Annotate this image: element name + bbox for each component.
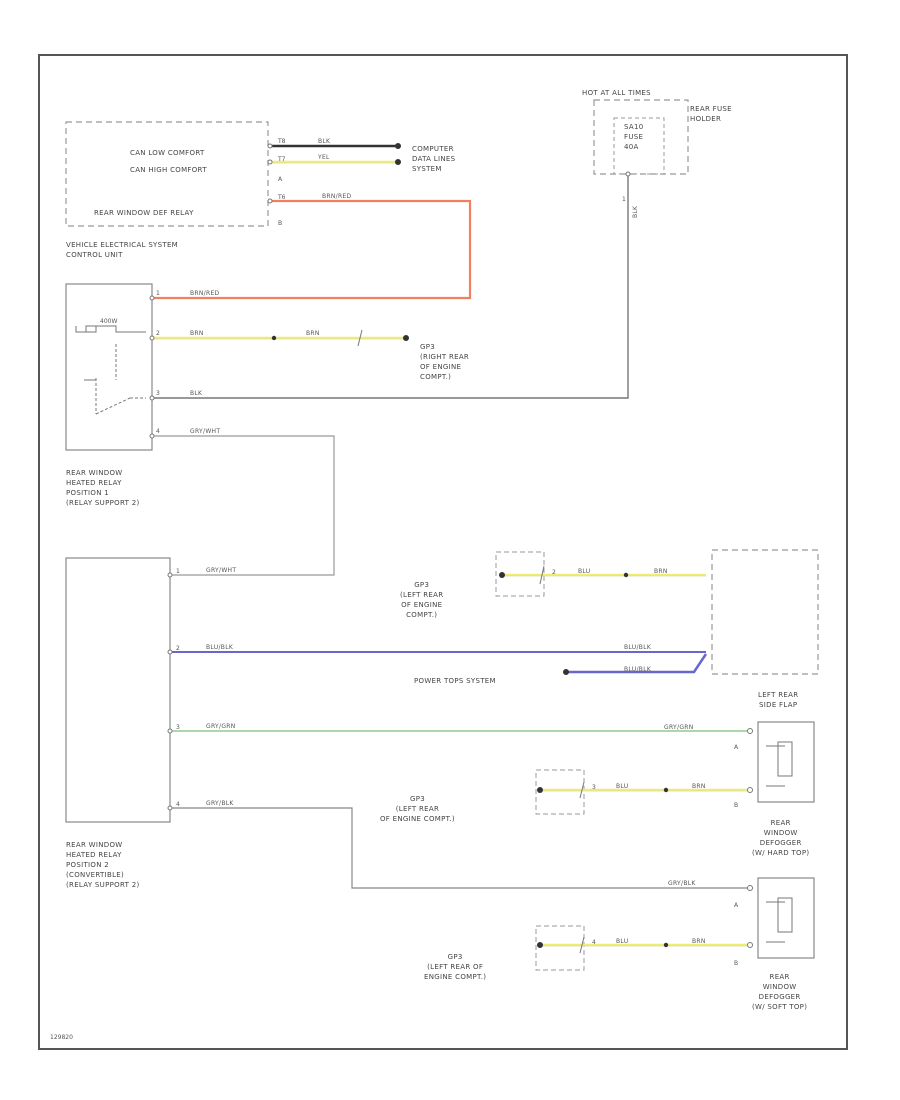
defogger-hard-box bbox=[757, 721, 815, 803]
wire-label-blk: BLK bbox=[318, 138, 331, 145]
wire-label-blu-blk-3: BLU/BLK bbox=[624, 666, 652, 673]
defogger-hard-label: REAR WINDOW DEFOGGER (W/ HARD TOP) bbox=[752, 819, 810, 857]
ground-4-label: GP3 (LEFT REAR OF ENGINE COMPT.) bbox=[424, 953, 487, 981]
ground-3-pin: 3 bbox=[592, 784, 596, 791]
ground-box-2 bbox=[535, 769, 585, 815]
wire-label-gry-grn-1: GRY/GRN bbox=[206, 723, 236, 730]
relay1-coil bbox=[75, 325, 146, 333]
ground-3-label: GP3 (LEFT REAR OF ENGINE COMPT.) bbox=[380, 795, 455, 823]
wire-label-brn-red-1: BRN/RED bbox=[322, 193, 352, 200]
relay1-label: REAR WINDOW HEATED RELAY POSITION 1 (REL… bbox=[66, 469, 140, 507]
ecu-label: VEHICLE ELECTRICAL SYSTEM CONTROL UNIT bbox=[66, 241, 179, 259]
wire-label-brn-5: BRN bbox=[692, 938, 706, 945]
wire-label-brn-1: BRN bbox=[190, 330, 204, 337]
defogger-hard-pin-b: B bbox=[734, 802, 739, 809]
relay1-pin-1: 1 bbox=[156, 290, 160, 297]
ground-box-1 bbox=[495, 551, 545, 597]
ground-4-pin: 4 bbox=[592, 939, 596, 946]
wire-label-blu-blk-2: BLU/BLK bbox=[624, 644, 652, 651]
relay1-pin-4: 4 bbox=[156, 428, 160, 435]
fuse-pin: 1 bbox=[622, 196, 626, 203]
relay1-box bbox=[65, 283, 153, 451]
ecu-box bbox=[65, 121, 269, 227]
relay2-box bbox=[65, 557, 171, 823]
hot-at-all-times-label: HOT AT ALL TIMES bbox=[582, 89, 651, 97]
fuse-name-label: SA10 FUSE 40A bbox=[624, 123, 644, 151]
power-top-module-box bbox=[711, 549, 819, 675]
ecu-connector-a: A bbox=[278, 176, 283, 183]
side-flap-label: LEFT REAR SIDE FLAP bbox=[758, 691, 799, 709]
wire-label-gry-blk-2: GRY/BLK bbox=[668, 880, 696, 887]
relay2-pin-2: 2 bbox=[176, 645, 180, 652]
ecu-pin-t8: T8 bbox=[278, 138, 286, 145]
defogger-hard-pin-a: A bbox=[734, 744, 739, 751]
defogger-soft-element bbox=[777, 897, 793, 933]
wire-label-brn-4: BRN bbox=[692, 783, 706, 790]
wire-label-blu-blk-1: BLU/BLK bbox=[206, 644, 234, 651]
wire-blu-blk-2 bbox=[566, 653, 708, 674]
relay1-pin-2: 2 bbox=[156, 330, 160, 337]
wire-label-brn-3: BRN bbox=[654, 568, 668, 575]
wire-label-yel: YEL bbox=[318, 154, 330, 161]
wire-label-blk-relay: BLK bbox=[190, 390, 203, 397]
ground-box-3 bbox=[535, 925, 585, 971]
defogger-soft-pin-b: B bbox=[734, 960, 739, 967]
wire-label-brn-2: BRN bbox=[306, 330, 320, 337]
relay2-label: REAR WINDOW HEATED RELAY POSITION 2 (CON… bbox=[66, 841, 140, 889]
diagram-frame bbox=[38, 54, 848, 1050]
wire-label-gry-wht-1: GRY/WHT bbox=[190, 428, 221, 435]
power-top-label: POWER TOPS SYSTEM bbox=[414, 677, 496, 685]
can-high-label: CAN HIGH COMFORT bbox=[130, 166, 207, 174]
rear-defog-relay-label: REAR WINDOW DEF RELAY bbox=[94, 209, 194, 217]
relay1-switch bbox=[95, 344, 146, 415]
connector-pins bbox=[149, 143, 753, 948]
ecu-connector-b: B bbox=[278, 220, 283, 227]
relay2-pin-4: 4 bbox=[176, 801, 180, 808]
relay1-pin-3: 3 bbox=[156, 390, 160, 397]
wire-label-blu-3: BLU bbox=[616, 938, 629, 945]
wire-gry-wht bbox=[152, 435, 335, 576]
relay2-pin-3: 3 bbox=[176, 724, 180, 731]
terminal-dots bbox=[271, 143, 669, 948]
wire-label-brn-red-2: BRN/RED bbox=[190, 290, 220, 297]
ground-2-label: GP3 (LEFT REAR OF ENGINE COMPT.) bbox=[400, 581, 444, 619]
wire-label-blu-2: BLU bbox=[616, 783, 629, 790]
ground-2-pin: 2 bbox=[552, 569, 556, 576]
ecu-pin-t6: T6 bbox=[278, 194, 286, 201]
relay2-pin-1: 1 bbox=[176, 568, 180, 575]
wire-label-gry-wht-2: GRY/WHT bbox=[206, 567, 237, 574]
computer-data-label: COMPUTER DATA LINES SYSTEM bbox=[412, 145, 456, 173]
rear-fuse-holder-label: REAR FUSE HOLDER bbox=[690, 105, 732, 123]
defogger-soft-label: REAR WINDOW DEFOGGER (W/ SOFT TOP) bbox=[752, 973, 808, 1011]
ecu-pin-t7: T7 bbox=[278, 156, 286, 163]
wire-brn-red bbox=[152, 199, 472, 300]
wire-label-blu-1: BLU bbox=[578, 568, 591, 575]
wire-label-gry-blk-1: GRY/BLK bbox=[206, 800, 234, 807]
defogger-soft-box bbox=[757, 877, 815, 959]
defogger-soft-pin-a: A bbox=[734, 902, 739, 909]
wire-label-gry-grn-2: GRY/GRN bbox=[664, 724, 694, 731]
diagram-code: 129820 bbox=[50, 1034, 73, 1041]
wire-label-blk-vertical: BLK bbox=[632, 205, 639, 218]
wire-blk-fuse bbox=[152, 174, 629, 399]
can-low-label: CAN LOW COMFORT bbox=[130, 149, 205, 157]
wire-gry-blk bbox=[170, 807, 750, 889]
defogger-hard-element bbox=[777, 741, 793, 777]
ground-1-label: GP3 (RIGHT REAR OF ENGINE COMPT.) bbox=[420, 343, 470, 381]
fuse-element bbox=[613, 117, 665, 175]
relay1-coil-label: 400W bbox=[100, 318, 118, 325]
